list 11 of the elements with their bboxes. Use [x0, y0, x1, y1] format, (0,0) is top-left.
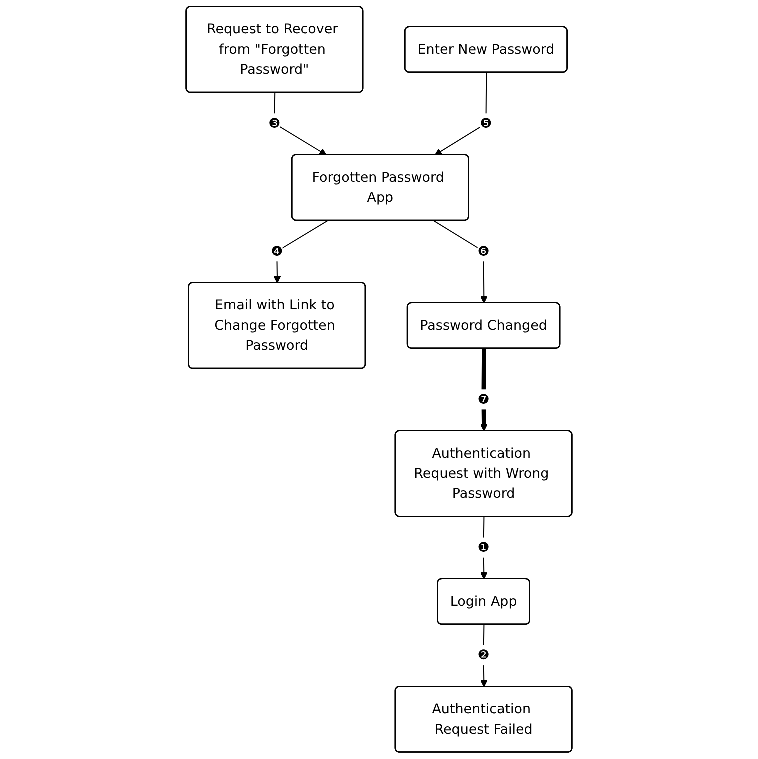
edge-label: ❼	[478, 391, 490, 408]
edge-label: ❷	[478, 647, 490, 664]
edge-label: ❻	[478, 243, 490, 260]
edge-label: ❶	[478, 539, 490, 556]
edge-label: ❺	[480, 115, 492, 132]
arrow	[480, 517, 488, 580]
edge-label: ❸	[268, 115, 280, 132]
arrow	[433, 220, 488, 304]
arrow	[480, 348, 488, 432]
arrow	[434, 72, 487, 156]
edge-label: ❹	[270, 243, 283, 260]
